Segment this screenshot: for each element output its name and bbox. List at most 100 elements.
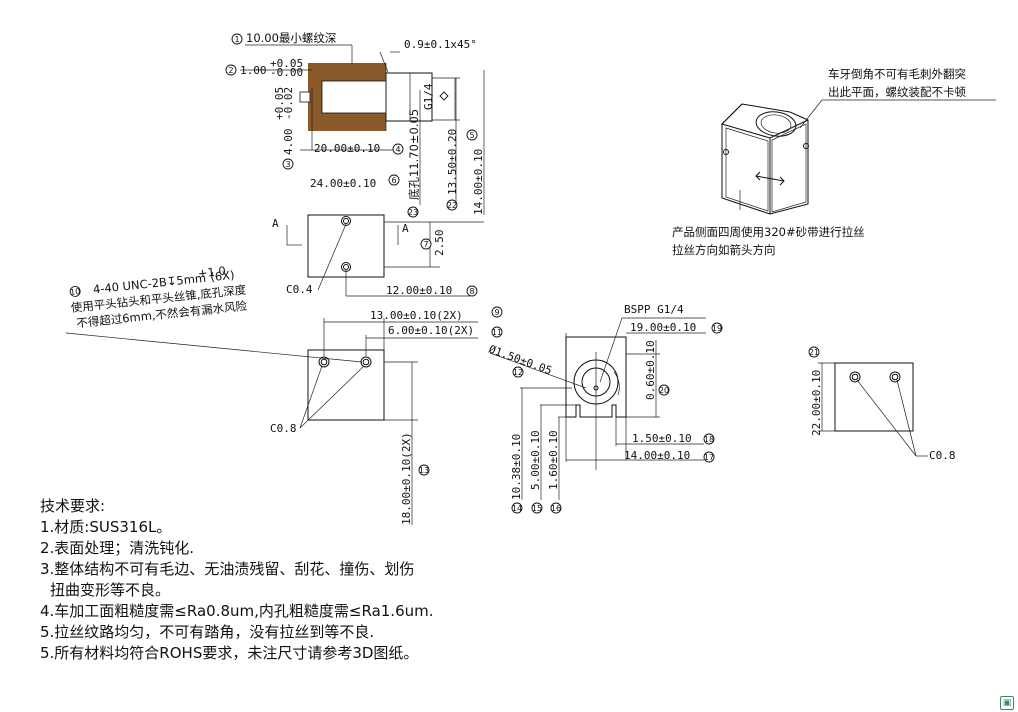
svg-text:11: 11 [492, 328, 502, 337]
svg-text:+0.05: +0.05 [273, 87, 286, 120]
svg-text:10.00最小螺纹深: 10.00最小螺纹深 [246, 31, 336, 45]
svg-text:23: 23 [408, 208, 418, 217]
svg-text:14: 14 [512, 504, 522, 513]
callout-4: 20.00±0.10 4 [314, 142, 404, 155]
svg-text:16: 16 [551, 504, 561, 513]
svg-text:13: 13 [419, 466, 429, 475]
side-view: BSPP G1/4 Ø1.50±0.05 12 19.00±0.10 19 0. [487, 303, 723, 514]
svg-text:-0.00: -0.00 [270, 66, 303, 79]
top-section-view: 1 10.00最小螺纹深 2 1.00 +0.05 -0.00 0.9±0.1x… [225, 31, 485, 297]
svg-text:19.00±0.10: 19.00±0.10 [630, 321, 696, 334]
front-view: 10 4-40 UNC-2B↧5mm +1 0 (6X) 使用平头钻头和平头丝锥… [65, 264, 503, 525]
svg-text:5: 5 [469, 131, 474, 140]
block-front [307, 349, 385, 421]
section-hatch-lower [308, 113, 386, 131]
callout-11: 6.00±0.10(2X) 11 [388, 324, 503, 338]
section-hatch-upper [308, 63, 386, 81]
svg-text:15: 15 [532, 504, 542, 513]
svg-text:12.00±0.10: 12.00±0.10 [386, 284, 452, 297]
callout-3: 3 4.00 +0.05 -0.02 [273, 87, 295, 170]
svg-text:底孔11.70±0.05: 底孔11.70±0.05 [407, 109, 421, 200]
svg-text:24.00±0.10: 24.00±0.10 [310, 177, 376, 190]
tech-item: 5.拉丝纹路均匀，不可有踏角，没有拉丝到等不良. [40, 623, 375, 641]
right-view: C0.8 21 22.00±0.10 [808, 346, 956, 462]
svg-text:拉丝方向如箭头方向: 拉丝方向如箭头方向 [672, 243, 776, 257]
callout-6: 24.00±0.10 6 [310, 174, 400, 190]
technical-requirements: 技术要求: 1.材质:SUS316L。 2.表面处理；清洗钝化. 3.整体结构不… [40, 496, 510, 664]
svg-text:C0.8: C0.8 [270, 422, 297, 435]
svg-text:22.00±0.10: 22.00±0.10 [810, 370, 823, 436]
svg-text:G1/4: G1/4 [422, 83, 435, 110]
svg-text:C0.4: C0.4 [286, 283, 313, 296]
svg-text:12: 12 [513, 368, 523, 377]
svg-text:20: 20 [659, 386, 669, 395]
section-hatch-left [308, 63, 322, 131]
callout-20: 0.60±0.10 20 [644, 340, 670, 400]
svg-text:14.00±0.10: 14.00±0.10 [624, 449, 690, 462]
svg-text:8: 8 [469, 287, 474, 296]
svg-text:13.00±0.10(2X): 13.00±0.10(2X) [370, 309, 463, 322]
callout-22: 22 14.00±0.10 [446, 149, 485, 215]
callout-1: 1 10.00最小螺纹深 [231, 31, 336, 45]
svg-text:A: A [272, 217, 279, 230]
svg-text:9: 9 [494, 308, 499, 317]
callout-9: 13.00±0.10(2X) 9 [370, 306, 503, 322]
isometric-view: 车牙倒角不可有毛刺外翻突 出此平面，螺纹装配不卡顿 产品侧面四周使用320#砂带… [672, 67, 996, 257]
svg-text:A: A [402, 222, 409, 235]
svg-text:1.50±0.10: 1.50±0.10 [632, 432, 692, 445]
svg-text:17: 17 [704, 453, 714, 462]
svg-text:4: 4 [395, 145, 400, 154]
block-right [834, 362, 914, 432]
app-badge-icon[interactable]: ▣ [1000, 696, 1014, 710]
tech-item: 扭曲变形等不良。 [50, 581, 171, 599]
callout-7: 7 2.50 [420, 230, 446, 257]
svg-text:4.00: 4.00 [282, 129, 295, 156]
callout-2: 2 1.00 +0.05 -0.00 [225, 57, 303, 79]
svg-text:2.50: 2.50 [433, 230, 446, 257]
svg-text:产品侧面四周使用320#砂带进行拉丝: 产品侧面四周使用320#砂带进行拉丝 [672, 225, 865, 239]
tech-item: 2.表面处理；清洗钝化. [40, 539, 195, 557]
svg-text:19: 19 [712, 324, 722, 333]
callout-8: 12.00±0.10 8 [386, 284, 478, 297]
callout-16: 1.60±0.10 16 [547, 430, 562, 514]
svg-text:20.00±0.10: 20.00±0.10 [314, 142, 380, 155]
tech-title: 技术要求: [40, 497, 106, 515]
callout-18: 1.50±0.10 18 [632, 432, 715, 445]
svg-text:出此平面，螺纹装配不卡顿: 出此平面，螺纹装配不卡顿 [828, 85, 966, 99]
section-bore [321, 80, 387, 114]
svg-text:-0.02: -0.02 [282, 87, 295, 120]
svg-text:车牙倒角不可有毛刺外翻突: 车牙倒角不可有毛刺外翻突 [828, 67, 966, 81]
svg-text:C0.8: C0.8 [929, 449, 956, 462]
svg-text:3: 3 [285, 160, 290, 169]
svg-text:6.00±0.10(2X): 6.00±0.10(2X) [388, 324, 474, 337]
svg-text:1: 1 [234, 35, 239, 44]
svg-text:18: 18 [704, 435, 714, 444]
svg-text:18.00±0.10(2X): 18.00±0.10(2X) [400, 432, 413, 525]
tech-item: 1.材质:SUS316L。 [40, 518, 172, 536]
callout-14: 10.38±0.10 14 [510, 434, 523, 514]
pin-stub [299, 91, 311, 103]
svg-text:0.60±0.10: 0.60±0.10 [644, 340, 657, 400]
svg-text:10.38±0.10: 10.38±0.10 [510, 434, 523, 500]
callout-19: 19.00±0.10 19 [630, 321, 723, 334]
svg-text:(6X): (6X) [210, 268, 236, 284]
svg-text:BSPP G1/4: BSPP G1/4 [624, 303, 684, 316]
svg-text:6: 6 [391, 176, 396, 185]
svg-text:21: 21 [809, 348, 819, 357]
callout-12: Ø1.50±0.05 12 [487, 343, 554, 378]
svg-text:14.00±0.10: 14.00±0.10 [472, 149, 485, 215]
tech-item: 3.整体结构不可有毛边、无油渍残留、刮花、撞伤、划伤 [40, 560, 415, 578]
callout-13: 18.00±0.10(2X) 13 [400, 432, 430, 525]
callout-23: 底孔11.70±0.05 23 [407, 109, 421, 218]
thread-label: G1/4 [422, 83, 449, 110]
svg-text:1.60±0.10: 1.60±0.10 [547, 430, 560, 490]
svg-text:0.9±0.1x45°: 0.9±0.1x45° [404, 38, 477, 51]
svg-text:2: 2 [228, 66, 233, 75]
svg-text:22: 22 [447, 201, 457, 210]
callout-21: 21 22.00±0.10 [808, 346, 823, 436]
tech-item: 5.所有材料均符合ROHS要求，未注尺寸请参考3D图纸。 [40, 644, 419, 662]
svg-text:+0.05: +0.05 [270, 57, 303, 70]
chamfer-dim: 0.9±0.1x45° [404, 38, 477, 51]
svg-text:13.50±0.20: 13.50±0.20 [446, 129, 459, 195]
